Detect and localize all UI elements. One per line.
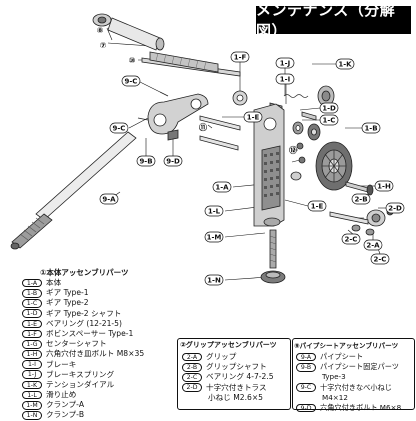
callout-2B: 2-B [354,196,367,204]
callout-1M: 1-M [207,234,222,242]
small-screws-part [290,142,306,181]
small-gear-parts [292,111,321,141]
callout-7: ⑦ [100,41,107,50]
callout-9C-top: 9-C [125,78,138,86]
callout-9D: 9-D [166,158,180,166]
pipe-seat-fixing-part [137,91,209,141]
callout-1I: 1-I [280,76,290,84]
callout-1J: 1-J [280,60,290,68]
callout-6: ⑩ [129,56,136,65]
main-body-part [253,103,285,227]
countersunk-bolt-part [345,181,374,196]
page-title: メンテナンス（分解図） [256,1,411,40]
callout-1L: 1-L [208,208,221,216]
callout-2C-b: 2-C [374,256,387,264]
center-shaft-part [141,51,241,77]
callout-9A: 9-A [102,196,116,204]
pins-part [199,115,241,151]
pipe-seat-part [10,131,137,250]
callout-2C-a: 2-C [345,236,358,244]
clamp-parts [260,229,286,284]
callout-9B: 9-B [139,158,152,166]
callout-8: ⑧ [97,26,104,35]
section2-title: ②グリップアッセンブリパーツ [180,341,277,349]
callout-1E-left: 1-E [247,114,260,122]
callout-1K: 1-K [338,61,352,69]
list-item-continuation: 小ねじ M2.6×5 [208,392,264,402]
grip-assembly-part [329,208,394,236]
section1-title: ①本体アッセンブリパーツ [40,268,129,277]
callout-1N: 1-N [207,277,221,285]
section9-title: ⑨パイプシートアッセンブリパーツ [294,342,399,350]
section9-box [292,338,415,410]
gear-type1-part [315,141,353,191]
callout-1H: 1-H [377,183,391,191]
callout-1F: 1-F [234,54,247,62]
section2-box [177,338,291,410]
callout-12: ⑫ [289,145,297,155]
callout-9C-mid: 9-C [113,125,126,133]
callout-labels: ⑧ ⑦ ⑩ 1-F 1-J 1-I 1-K 9-C 9-C 9-B 9-D 9-… [97,26,405,286]
callout-1B: 1-B [364,125,377,133]
callout-1E-right: 1-E [311,203,324,211]
list-item-continuation: Type-3 [322,372,346,382]
callout-1A: 1-A [215,184,229,192]
top-shaft-part [92,13,165,51]
callout-1D: 1-D [322,105,336,113]
callout-11: ⑪ [199,122,207,132]
callout-1C: 1-C [323,117,336,125]
callout-2A: 2-A [366,242,380,250]
list-item-continuation: M4×12 [322,392,348,402]
callout-2D: 2-D [388,205,402,213]
